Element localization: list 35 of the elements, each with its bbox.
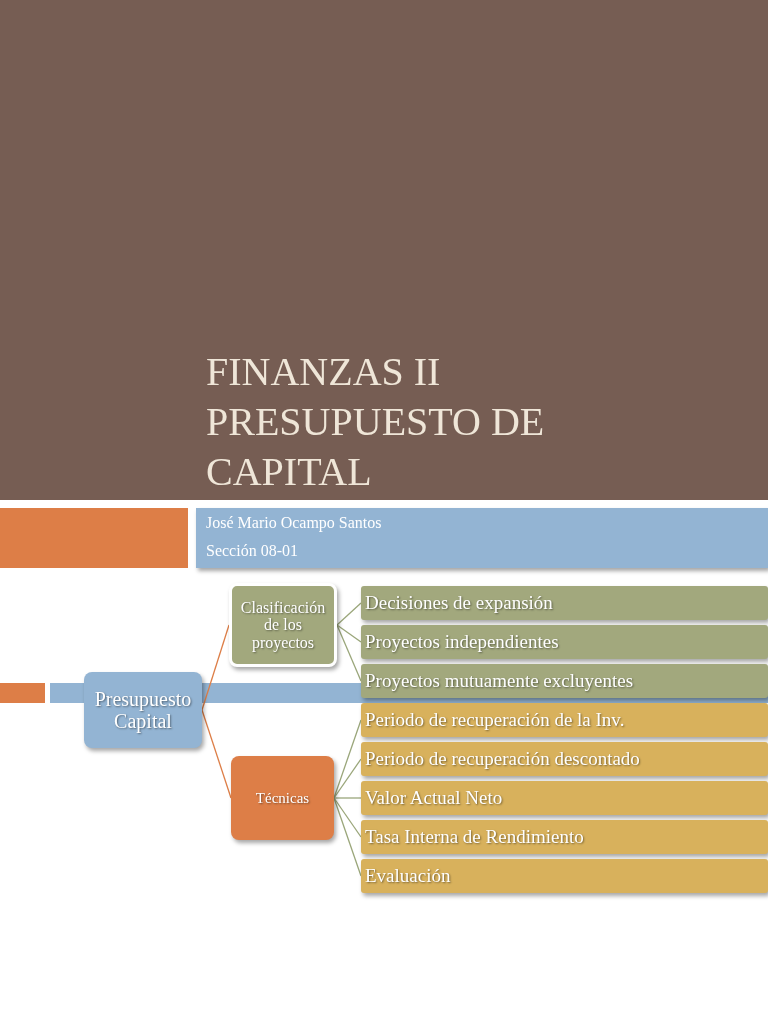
- item-bar: [361, 859, 768, 893]
- node-label: Proyectos mutuamente excluyentes: [365, 670, 634, 692]
- node-label: Presupuesto Capital: [93, 688, 193, 732]
- connector-line: [333, 719, 362, 799]
- node-label: Técnicas: [255, 789, 310, 807]
- item-bar: [361, 820, 768, 854]
- section-label: Sección 08-01: [206, 542, 298, 560]
- author-name: José Mario Ocampo Santos: [206, 514, 382, 532]
- connector-line: [201, 709, 232, 799]
- root-node: [84, 672, 202, 748]
- node-label: Valor Actual Neto: [365, 787, 503, 809]
- node-label: Evaluación: [365, 865, 451, 887]
- connector-line: [201, 624, 230, 711]
- node-label: Clasificación de los proyectos: [239, 598, 327, 652]
- connector-line: [336, 624, 362, 643]
- category-node: [231, 756, 334, 840]
- node-label: Tasa Interna de Rendimiento: [365, 826, 584, 848]
- connector-line: [336, 624, 362, 682]
- node-label: Periodo de recuperación descontado: [365, 748, 640, 770]
- item-bar: [361, 703, 768, 737]
- category-node: [229, 583, 337, 667]
- item-bar: [361, 586, 768, 620]
- node-label: Decisiones de expansión: [365, 592, 553, 614]
- item-bar: [361, 664, 768, 698]
- connector-line: [333, 797, 362, 877]
- item-bar: [361, 781, 768, 815]
- title: FINANZAS II PRESUPUESTO DE CAPITAL: [206, 348, 546, 496]
- connector-line: [336, 602, 362, 626]
- connector-line: [333, 758, 362, 799]
- item-bar: [361, 625, 768, 659]
- node-label: Proyectos independientes: [365, 631, 559, 653]
- connector-line: [333, 797, 362, 799]
- item-bar: [361, 742, 768, 776]
- node-label: Periodo de recuperación de la Inv.: [365, 709, 625, 731]
- connector-line: [333, 797, 362, 838]
